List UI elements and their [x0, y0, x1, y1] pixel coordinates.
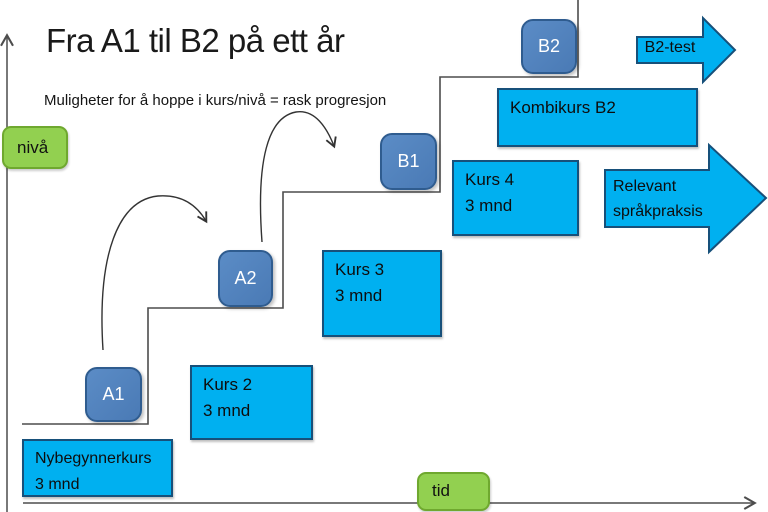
page-title: Fra A1 til B2 på ett år — [46, 22, 345, 59]
x-axis-label-tid: tid — [417, 472, 490, 511]
level-badge-a2: A2 — [218, 250, 273, 307]
level-badge-label: B2 — [537, 36, 561, 56]
course-box-kurs2: Kurs 2 3 mnd — [190, 365, 313, 440]
staircase-line — [22, 0, 579, 425]
level-badge-label: A1 — [102, 384, 125, 404]
x-axis-label-text: tid — [432, 481, 450, 500]
page-subtitle: Muligheter for å hoppe i kurs/nivå = ras… — [44, 92, 387, 109]
course-duration: 3 mnd — [203, 401, 251, 420]
y-axis-label-niva: nivå — [2, 126, 68, 169]
course-name: Kurs 2 — [203, 375, 253, 394]
course-name: Kurs 4 — [465, 170, 515, 189]
course-box-kombikurs-b2: Kombikurs B2 — [497, 88, 698, 147]
language-practice-arrow-label: Relevant språkpraksis — [613, 174, 703, 224]
course-box-kurs4: Kurs 4 3 mnd — [452, 160, 579, 236]
course-name: Kombikurs B2 — [510, 98, 616, 117]
course-duration: 3 mnd — [35, 476, 80, 493]
b2-test-arrow-label: B2-test — [644, 39, 696, 56]
level-badge-a1: A1 — [85, 367, 142, 422]
language-practice-arrow-shape — [604, 142, 768, 255]
course-box-kurs3: Kurs 3 3 mnd — [322, 250, 442, 337]
y-axis-label-text: nivå — [17, 137, 49, 157]
level-badge-label: B1 — [397, 151, 420, 171]
b2-test-arrow-shape — [636, 15, 737, 85]
level-badge-b1: B1 — [380, 133, 437, 190]
course-name: Nybegynnerkurs — [35, 450, 152, 467]
level-badge-b2: B2 — [521, 19, 577, 74]
jump-arrow-a1-a2 — [101, 195, 208, 351]
practice-label-line2: språkpraksis — [613, 203, 703, 220]
jump-arrow-a2-b1 — [259, 111, 337, 243]
course-box-nybegynnerkurs: Nybegynnerkurs 3 mnd — [22, 439, 173, 497]
course-duration: 3 mnd — [335, 286, 383, 305]
level-badge-label: A2 — [234, 268, 257, 288]
practice-label-line1: Relevant — [613, 178, 677, 195]
course-name: Kurs 3 — [335, 260, 385, 279]
course-duration: 3 mnd — [465, 196, 513, 215]
